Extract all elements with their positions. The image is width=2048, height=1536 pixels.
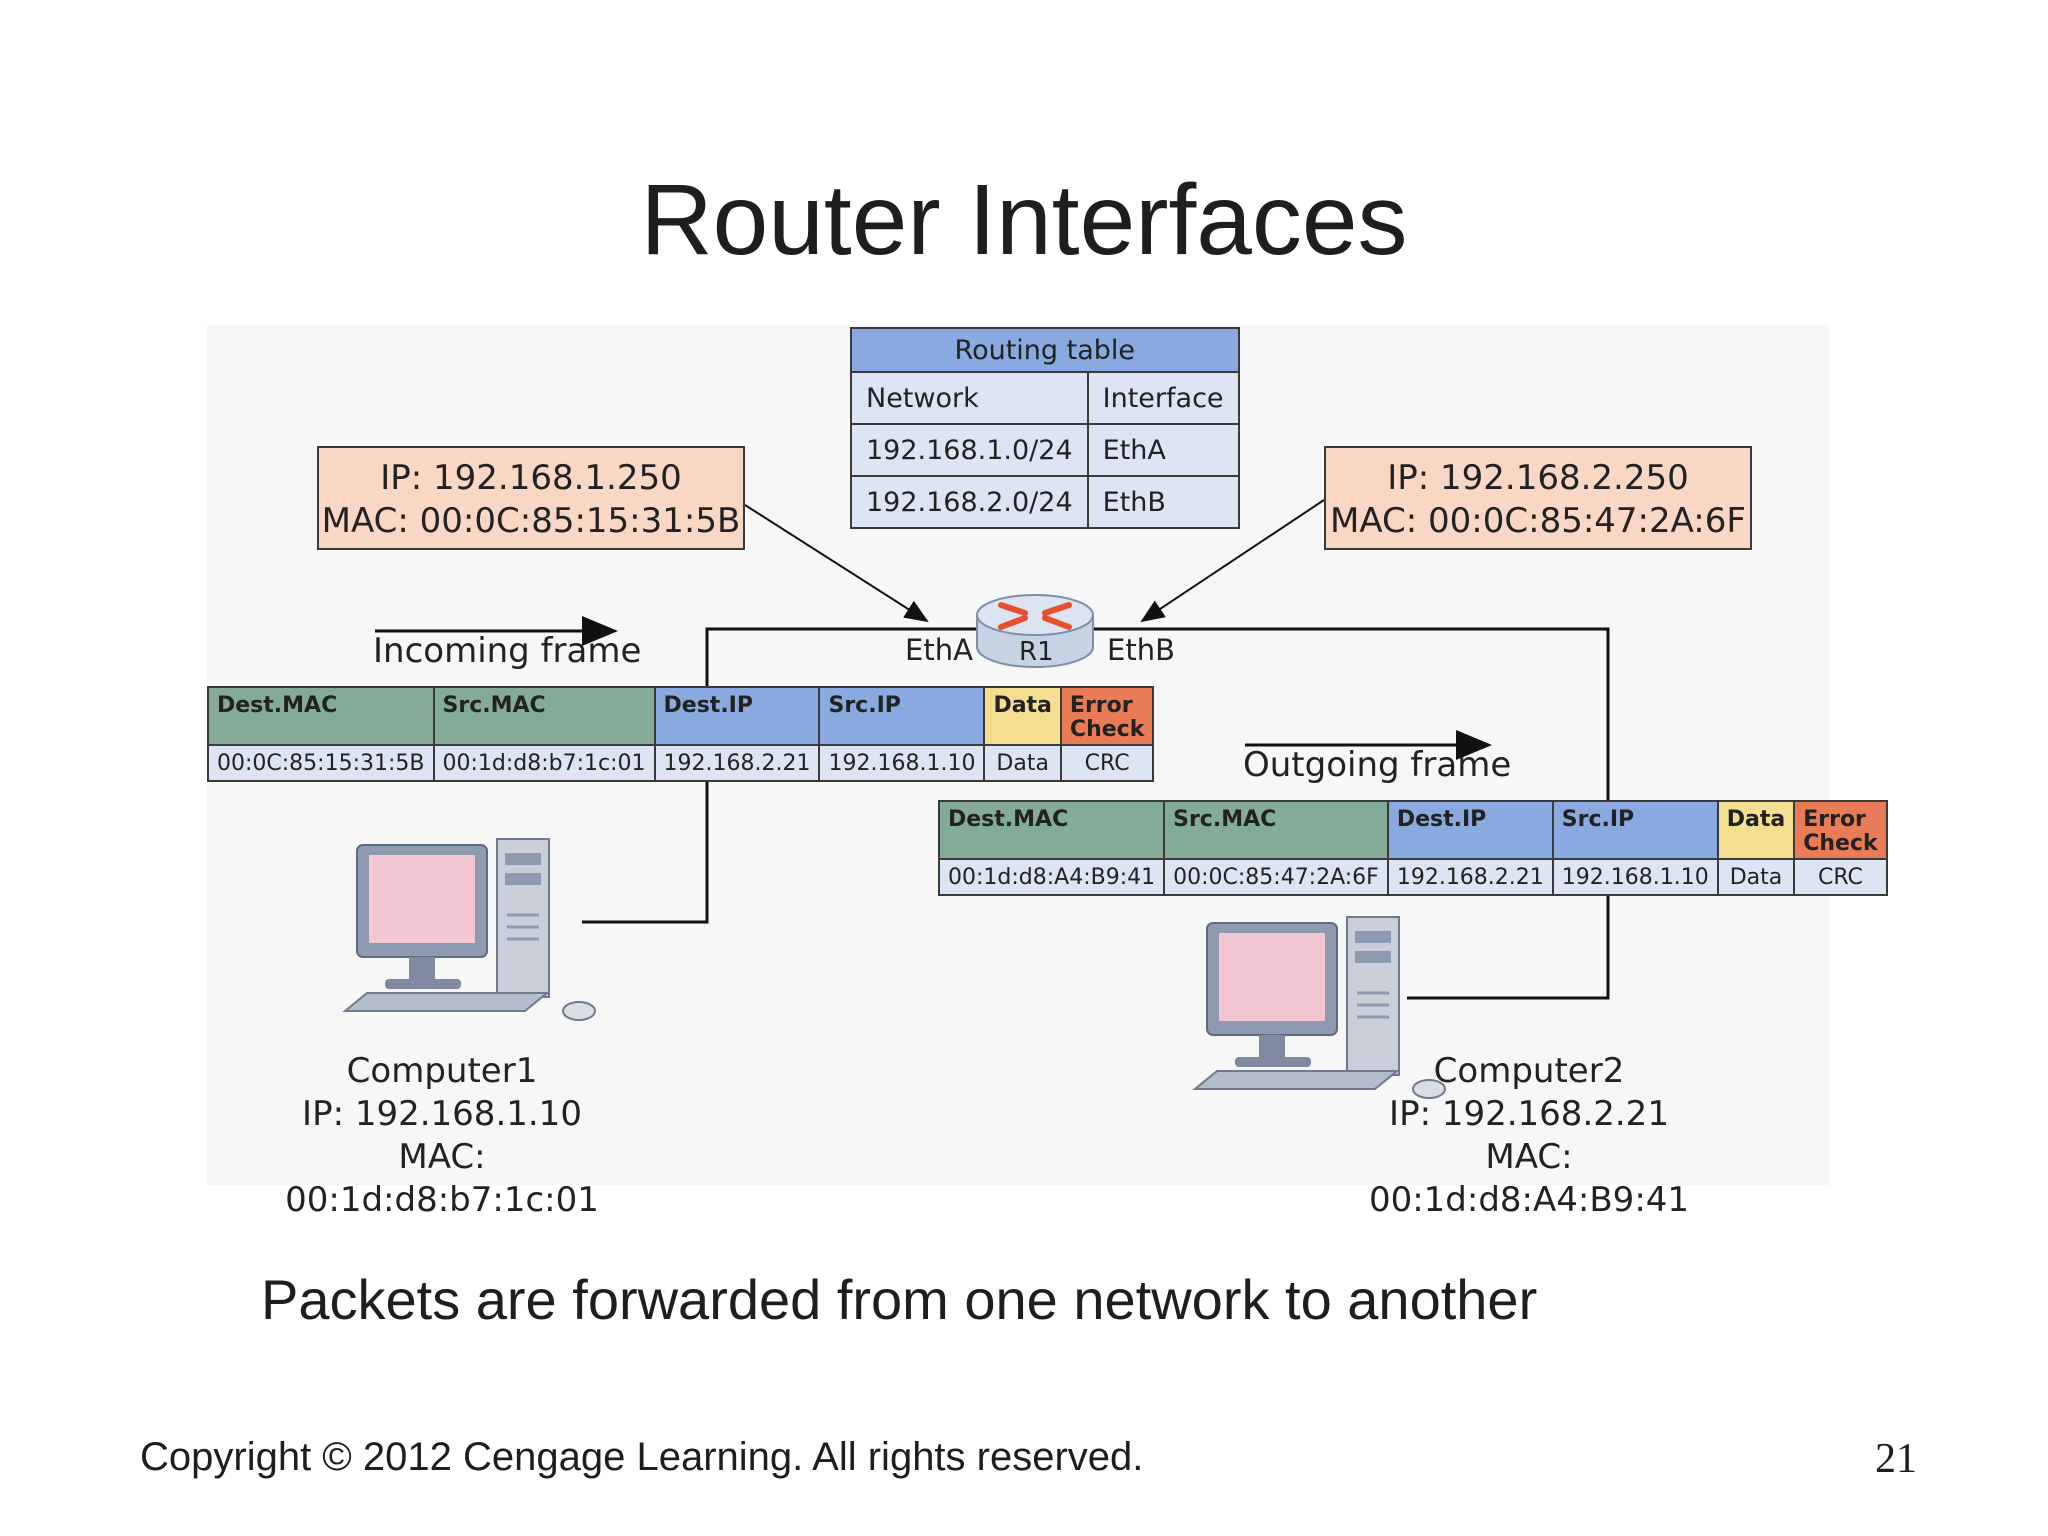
copyright-footer: Copyright © 2012 Cengage Learning. All r… bbox=[140, 1435, 1144, 1479]
frame-value-src-ip: 192.168.1.10 bbox=[818, 744, 986, 782]
desktop-computer-icon bbox=[1192, 916, 1446, 1099]
slide-title: Router Interfaces bbox=[640, 164, 1408, 276]
router-label: R1 bbox=[1019, 637, 1054, 667]
routing-table-cell: EthA bbox=[1086, 423, 1240, 477]
router-icon bbox=[976, 594, 1094, 668]
frame-value-dest-ip: 192.168.2.21 bbox=[653, 744, 821, 782]
frame-value-src-ip: 192.168.1.10 bbox=[1551, 858, 1719, 896]
computer1-ip: IP: 192.168.1.10 bbox=[302, 1094, 582, 1134]
etha-label: EthA bbox=[905, 633, 973, 667]
outgoing-frame-label: Outgoing frame bbox=[1243, 745, 1512, 785]
router-interfaces-diagram: Routing table Network Interface 192.168.… bbox=[207, 325, 1888, 1220]
frame-header-dest-ip: Dest.IP bbox=[653, 686, 821, 746]
routing-table-cell: EthB bbox=[1086, 475, 1240, 529]
computer1-mac: MAC: 00:1d:d8:b7:1c:01 bbox=[285, 1137, 599, 1220]
routing-table-cell: 192.168.2.0/24 bbox=[850, 475, 1089, 529]
etha-ip: IP: 192.168.1.250 bbox=[380, 458, 682, 498]
desktop-computer-icon bbox=[342, 838, 596, 1021]
frame-header-data: Data bbox=[1716, 800, 1796, 860]
frame-value-src-mac: 00:0C:85:47:2A:6F bbox=[1163, 858, 1389, 896]
frame-value-error-check: CRC bbox=[1793, 858, 1888, 896]
frame-value-data: Data bbox=[1716, 858, 1796, 896]
frame-value-dest-mac: 00:1d:d8:A4:B9:41 bbox=[937, 858, 1166, 896]
frame-value-data: Data bbox=[983, 744, 1062, 782]
routing-table-row: 192.168.2.0/24 EthB bbox=[850, 475, 1240, 529]
frame-value-dest-ip: 192.168.2.21 bbox=[1386, 858, 1554, 896]
frame-header-src-mac: Src.MAC bbox=[432, 686, 656, 746]
frame-header-dest-mac: Dest.MAC bbox=[207, 686, 435, 746]
computer2-ip: IP: 192.168.2.21 bbox=[1389, 1094, 1669, 1134]
frame-header-src-mac: Src.MAC bbox=[1163, 800, 1389, 860]
routing-table-header: Interface bbox=[1086, 371, 1240, 425]
frame-header-dest-mac: Dest.MAC bbox=[937, 800, 1166, 860]
frame-header-error-check: Error Check bbox=[1059, 686, 1155, 746]
frame-value-dest-mac: 00:0C:85:15:31:5B bbox=[207, 744, 435, 782]
ethb-label: EthB bbox=[1107, 633, 1175, 667]
outgoing-frame: Dest.MAC Src.MAC Dest.IP Src.IP Data Err… bbox=[937, 800, 1888, 896]
computer1-name: Computer1 bbox=[346, 1051, 538, 1091]
routing-table-title: Routing table bbox=[850, 327, 1240, 373]
computer2-label: Computer2 IP: 192.168.2.21 MAC: 00:1d:d8… bbox=[1329, 1050, 1729, 1222]
routing-table-cell: 192.168.1.0/24 bbox=[850, 423, 1089, 477]
computer1-label: Computer1 IP: 192.168.1.10 MAC: 00:1d:d8… bbox=[247, 1050, 637, 1222]
frame-header-error-check: Error Check bbox=[1793, 800, 1888, 860]
etha-address-box: IP: 192.168.1.250 MAC: 00:0C:85:15:31:5B bbox=[317, 446, 745, 550]
frame-value-error-check: CRC bbox=[1059, 744, 1155, 782]
etha-mac: MAC: 00:0C:85:15:31:5B bbox=[321, 501, 741, 541]
frame-header-dest-ip: Dest.IP bbox=[1386, 800, 1554, 860]
pointer-etha bbox=[744, 504, 929, 623]
routing-table: Routing table Network Interface 192.168.… bbox=[850, 327, 1240, 529]
routing-table-header: Network bbox=[850, 371, 1089, 425]
frame-header-src-ip: Src.IP bbox=[818, 686, 986, 746]
routing-table-row: 192.168.1.0/24 EthA bbox=[850, 423, 1240, 477]
frame-header-data: Data bbox=[983, 686, 1062, 746]
network-wires bbox=[342, 499, 1610, 1099]
incoming-frame: Dest.MAC Src.MAC Dest.IP Src.IP Data Err… bbox=[207, 686, 1155, 782]
slide-caption: Packets are forwarded from one network t… bbox=[261, 1268, 1538, 1331]
pointer-ethb bbox=[1140, 499, 1325, 623]
incoming-frame-label: Incoming frame bbox=[373, 631, 642, 671]
frame-header-src-ip: Src.IP bbox=[1551, 800, 1719, 860]
computer2-mac: MAC: 00:1d:d8:A4:B9:41 bbox=[1368, 1137, 1690, 1220]
page-number: 21 bbox=[1875, 1436, 1917, 1482]
frame-value-src-mac: 00:1d:d8:b7:1c:01 bbox=[432, 744, 656, 782]
ethb-ip: IP: 192.168.2.250 bbox=[1387, 458, 1689, 498]
computer2-name: Computer2 bbox=[1433, 1051, 1625, 1091]
ethb-address-box: IP: 192.168.2.250 MAC: 00:0C:85:47:2A:6F bbox=[1324, 446, 1752, 550]
ethb-mac: MAC: 00:0C:85:47:2A:6F bbox=[1330, 501, 1746, 541]
